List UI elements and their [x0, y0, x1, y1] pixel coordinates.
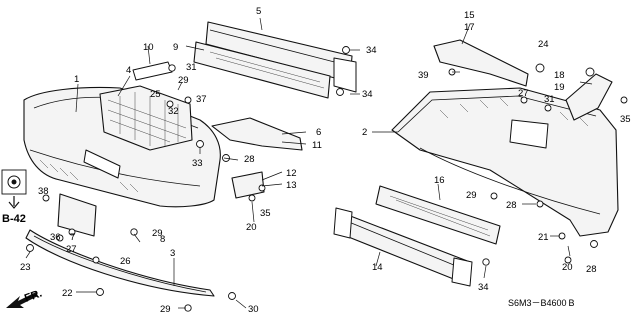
callout-3: 3: [170, 248, 175, 259]
rear-bumper-face: [391, 87, 619, 237]
callout-22: 22: [62, 288, 73, 299]
callout-31a: 31: [186, 62, 197, 73]
callout-33: 33: [192, 158, 203, 169]
callout-34c: 34: [478, 282, 489, 293]
callout-26: 26: [120, 256, 131, 267]
rear-absorber: [375, 185, 501, 245]
front-absorber: [193, 41, 331, 99]
reference-label: B-42: [2, 213, 26, 225]
callout-17: 17: [464, 22, 475, 33]
callout-5: 5: [256, 6, 261, 17]
callout-27a: 27: [66, 244, 77, 255]
front-label: FR.: [23, 287, 44, 304]
rear-upper-bracket: [433, 39, 529, 87]
callout-29a: 29: [178, 75, 189, 86]
callout-2: 2: [362, 127, 367, 138]
callout-12: 12: [286, 168, 297, 179]
callout-35a: 35: [260, 208, 271, 219]
callout-25: 25: [150, 89, 161, 100]
callout-15: 15: [464, 10, 475, 21]
fasteners: [26, 46, 628, 312]
front-arrow: FR.: [6, 287, 44, 308]
callout-28b: 28: [506, 200, 517, 211]
callout-27b: 27: [518, 88, 529, 99]
callout-29d: 29: [466, 190, 477, 201]
callout-21: 21: [538, 232, 549, 243]
callout-14: 14: [372, 262, 383, 273]
callout-6: 6: [316, 127, 321, 138]
callout-24: 24: [538, 39, 549, 50]
callout-20a: 20: [246, 222, 257, 233]
callout-39: 39: [418, 70, 429, 81]
callout-9: 9: [173, 42, 178, 53]
rear-bumper-reinforcement: [333, 207, 473, 287]
callout-10: 10: [143, 42, 154, 53]
callout-29c: 29: [160, 304, 171, 315]
callout-18: 18: [554, 70, 565, 81]
callout-36: 36: [50, 232, 61, 243]
callout-11: 11: [312, 140, 322, 151]
reference-b42: B-42: [1, 169, 27, 225]
callout-7: 7: [70, 232, 75, 243]
callout-8: 8: [160, 234, 165, 245]
callout-16: 16: [434, 175, 445, 186]
callout-29b: 29: [152, 228, 163, 239]
callout-34a: 34: [366, 45, 377, 56]
front-side-bracket: [211, 117, 303, 151]
callout-23: 23: [20, 262, 31, 273]
leader-lines: [25, 17, 593, 309]
front-lower-bracket: [231, 171, 265, 199]
callout-32: 32: [168, 106, 179, 117]
license-bracket: [57, 193, 97, 237]
callout-4: 4: [126, 65, 131, 76]
callout-13: 13: [286, 180, 297, 191]
callout-31b: 31: [544, 94, 555, 105]
grille-bracket: [132, 61, 173, 81]
callout-34b: 34: [362, 89, 373, 100]
callout-20b: 20: [562, 262, 573, 273]
front-bumper-reinforcement: [205, 21, 357, 93]
callout-30: 30: [248, 304, 259, 315]
callout-28a: 28: [244, 154, 255, 165]
callout-1: 1: [74, 74, 79, 85]
callout-28c: 28: [586, 264, 597, 275]
callout-35b: 35: [620, 114, 631, 125]
callout-37: 37: [196, 94, 207, 105]
callout-38: 38: [38, 186, 49, 197]
callout-19: 19: [554, 82, 565, 93]
callout-numbers: 1 2 3 4 5 6 11 12 13 7 8 9 10 14 15 17 1…: [20, 6, 631, 315]
front-spoiler: [25, 229, 215, 297]
rear-side-bracket: [565, 73, 613, 121]
